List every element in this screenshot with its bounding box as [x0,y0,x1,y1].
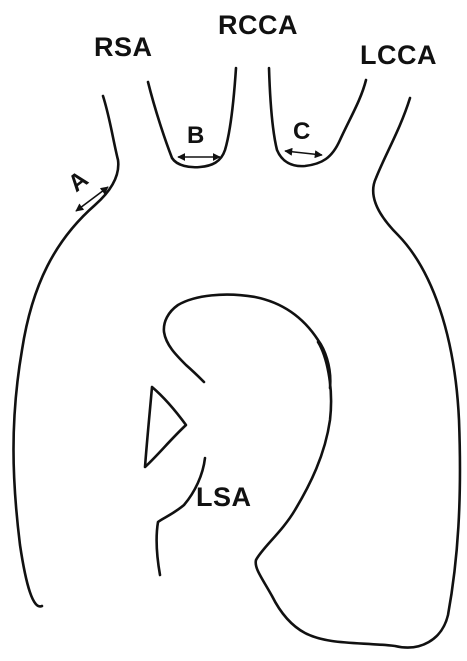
measurement-c-arrow [285,151,322,155]
rcca-vessel-wall [148,68,236,167]
lcca-label: LCCA [360,42,437,69]
vessel-lumen-triangle [145,387,186,467]
rcca-label: RCCA [218,12,298,39]
descending-aorta-outer-wall [256,98,460,648]
lsa-label: LSA [196,484,252,511]
lcca-vessel-wall [269,68,366,166]
measurement-b-label: B [187,124,204,148]
rsa-label: RSA [94,34,153,61]
inner-arch-curvature [164,295,330,388]
measurement-c-label: C [293,120,310,144]
lsa-stump [157,458,205,575]
